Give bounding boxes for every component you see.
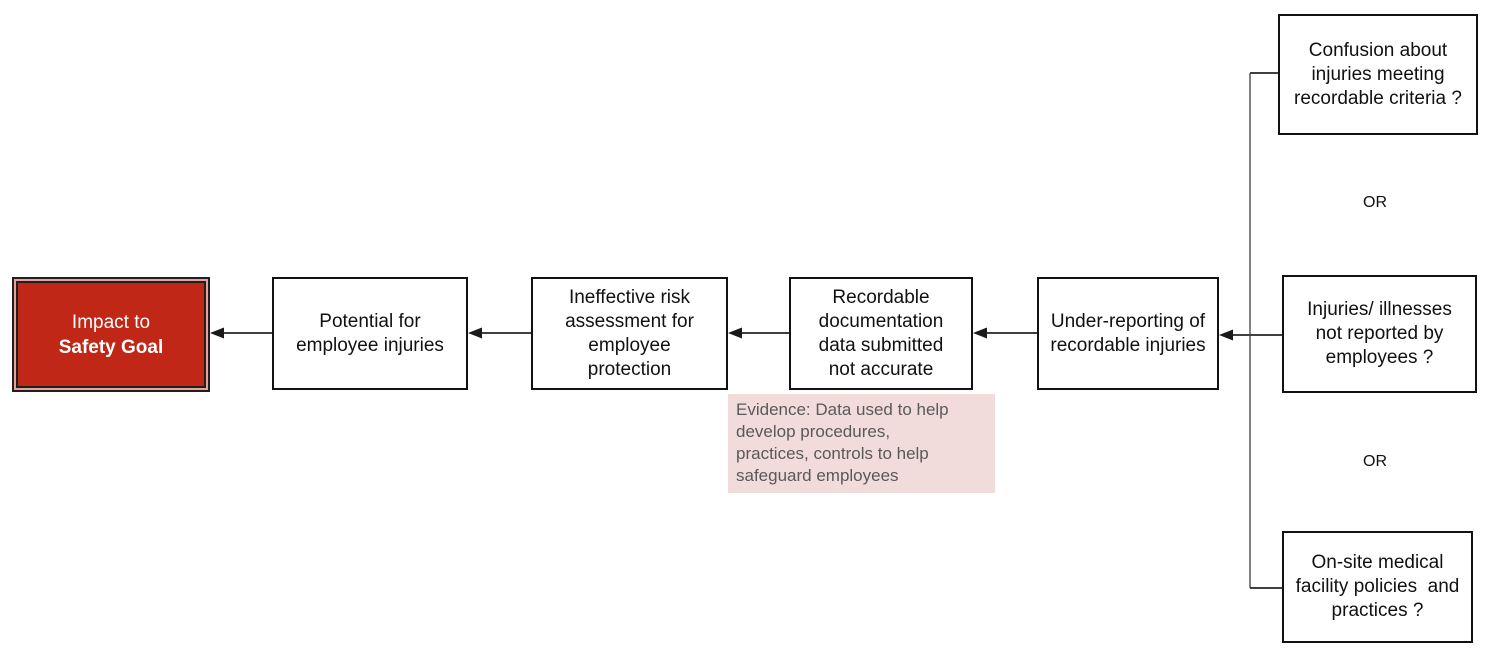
- node-label: Confusion about injuries meeting recorda…: [1294, 39, 1462, 109]
- node-label: On-site medical facility policies and pr…: [1295, 552, 1460, 621]
- node-recordable-documentation-not-accurate: Recordable documentation data submitted …: [789, 277, 973, 390]
- node-impact-safety-goal: Impact to Safety Goal: [12, 277, 210, 392]
- arrow-recordable-to-ineffective: [728, 327, 789, 339]
- node-onsite-medical-facility-policies: On-site medical facility policies and pr…: [1282, 531, 1473, 643]
- arrow-ineffective-to-potential: [468, 327, 531, 339]
- node-confusion-about-recordable-criteria: Confusion about injuries meeting recorda…: [1278, 14, 1478, 135]
- node-label: Ineffective risk assessment for employee…: [565, 286, 694, 380]
- arrow-underreporting-to-recordable: [973, 327, 1037, 339]
- or-trunk-line: [1249, 72, 1283, 589]
- node-label: Recordable documentation data submitted …: [818, 286, 944, 380]
- evidence-note: Evidence: Data used to help develop proc…: [728, 394, 995, 493]
- node-under-reporting-recordable-injuries: Under-reporting of recordable injuries: [1037, 277, 1219, 390]
- node-label: Potential for employee injuries: [296, 310, 444, 356]
- impact-label-line2: Safety Goal: [58, 336, 164, 358]
- arrow-potential-to-impact: [210, 327, 272, 339]
- arrow-trunk-to-underreporting: [1219, 329, 1282, 341]
- node-label: Injuries/ illnesses not reported by empl…: [1307, 299, 1452, 368]
- node-label: Under-reporting of recordable injuries: [1050, 310, 1206, 356]
- impact-label-line1: Impact to: [71, 311, 151, 333]
- node-injuries-not-reported: Injuries/ illnesses not reported by empl…: [1282, 275, 1477, 393]
- impact-node-body: Impact to Safety Goal: [16, 281, 206, 388]
- node-ineffective-risk-assessment: Ineffective risk assessment for employee…: [531, 277, 728, 390]
- or-label-2: OR: [1363, 453, 1387, 470]
- or-label-1: OR: [1363, 194, 1387, 211]
- node-potential-employee-injuries: Potential for employee injuries: [272, 277, 468, 390]
